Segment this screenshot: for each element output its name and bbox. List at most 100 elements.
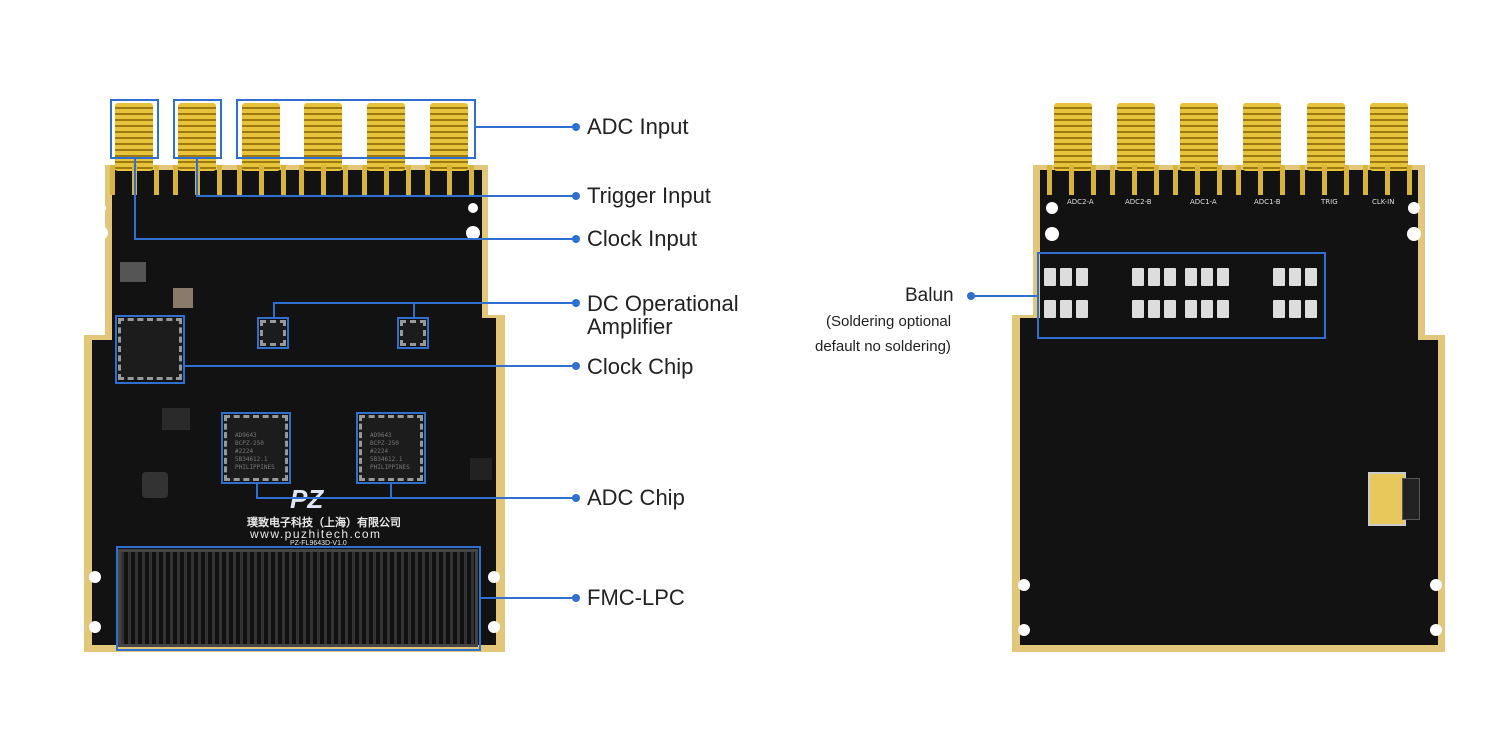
connector-pins bbox=[1047, 165, 1099, 195]
chip-marking: 5B34612.1 bbox=[370, 456, 403, 463]
connector-pins bbox=[110, 165, 162, 195]
front-board: AD9643 BCPZ-250 #2224 5B34612.1 PHILIPPI… bbox=[84, 99, 739, 652]
chip-marking: BCPZ-250 bbox=[370, 440, 399, 447]
leader-dot bbox=[572, 235, 580, 243]
highlight-trigger-input bbox=[173, 99, 222, 159]
leader-line bbox=[196, 159, 198, 196]
label-clock-input: Clock Input bbox=[587, 226, 698, 251]
balun-note-2: default no soldering) bbox=[815, 338, 951, 355]
highlight-balun bbox=[1037, 252, 1326, 339]
clock-chip bbox=[118, 318, 182, 380]
tantalum-capacitor bbox=[1368, 472, 1406, 526]
connector-pins bbox=[237, 165, 289, 195]
leader-line bbox=[196, 195, 576, 197]
connector-pins bbox=[1236, 165, 1288, 195]
highlight-adc-input bbox=[236, 99, 476, 159]
sma-connector-adc bbox=[304, 103, 342, 171]
leader-line bbox=[476, 126, 576, 128]
connector-pins bbox=[299, 165, 351, 195]
leader-line bbox=[185, 365, 576, 367]
highlight-op-amp bbox=[397, 317, 429, 349]
sma-connector bbox=[1117, 103, 1155, 171]
sma-connector bbox=[1054, 103, 1092, 171]
small-ic bbox=[470, 458, 492, 480]
fmc-lpc-connector bbox=[118, 549, 478, 647]
leader-line bbox=[971, 295, 1037, 297]
leader-line bbox=[390, 484, 392, 498]
chip-marking: PHILIPPINES bbox=[235, 464, 275, 471]
sma-connector bbox=[1370, 103, 1408, 171]
website: www.puzhitech.com bbox=[250, 527, 382, 541]
op-amp-chip bbox=[400, 320, 426, 346]
company-name: 璞致电子科技（上海）有限公司 bbox=[247, 517, 401, 529]
leader-dot bbox=[572, 192, 580, 200]
label-clock-chip: Clock Chip bbox=[587, 354, 694, 379]
model-number: PZ-FL9643D-V1.0 bbox=[290, 540, 347, 547]
chip-marking: #2224 bbox=[370, 448, 389, 455]
sma-connector bbox=[1243, 103, 1281, 171]
connector-label: ADC2-B bbox=[1125, 198, 1152, 206]
chip-marking: BCPZ-250 bbox=[235, 440, 264, 447]
leader-line bbox=[273, 302, 275, 317]
highlight-fmc-lpc bbox=[116, 546, 481, 651]
sma-connector-adc bbox=[242, 103, 280, 171]
leader-line bbox=[481, 597, 576, 599]
chip-marking: PHILIPPINES bbox=[370, 464, 410, 471]
leader-dot bbox=[572, 494, 580, 502]
chip-marking: AD9643 bbox=[370, 432, 392, 439]
connector-label: ADC1-A bbox=[1190, 198, 1217, 206]
highlight-clock-chip bbox=[115, 315, 185, 384]
leader-dot bbox=[572, 594, 580, 602]
highlight-adc-chip bbox=[356, 412, 426, 484]
leader-dot bbox=[572, 362, 580, 370]
chip-marking: #2224 bbox=[235, 448, 254, 455]
regulator bbox=[162, 408, 190, 430]
crystal-oscillator bbox=[173, 288, 193, 308]
leader-dot bbox=[572, 123, 580, 131]
leader-dot bbox=[967, 292, 975, 300]
inductor bbox=[120, 262, 146, 282]
op-amp-chip bbox=[260, 320, 286, 346]
leader-dot bbox=[572, 299, 580, 307]
logo: PZ bbox=[290, 484, 324, 514]
connector-label: CLK-IN bbox=[1372, 198, 1395, 206]
power-inductor bbox=[142, 472, 168, 498]
leader-line bbox=[413, 302, 415, 317]
label-fmc-lpc: FMC-LPC bbox=[587, 585, 685, 610]
adc-chip-u7: AD9643 BCPZ-250 #2224 5B34612.1 PHILIPPI… bbox=[359, 415, 423, 481]
sma-connector-adc bbox=[430, 103, 468, 171]
leader-line bbox=[273, 302, 576, 304]
highlight-op-amp bbox=[257, 317, 289, 349]
label-balun: Balun bbox=[905, 285, 954, 306]
label-adc-input: ADC Input bbox=[587, 114, 689, 139]
chip-marking: AD9643 bbox=[235, 432, 257, 439]
connector-pins bbox=[1363, 165, 1415, 195]
label-adc-chip: ADC Chip bbox=[587, 485, 685, 510]
connector-pins bbox=[1110, 165, 1162, 195]
balun-note-1: (Soldering optional bbox=[826, 313, 952, 330]
connector-pins bbox=[362, 165, 414, 195]
leader-line bbox=[134, 238, 576, 240]
label-dc-amp-2: Amplifier bbox=[587, 314, 673, 339]
label-dc-amp-1: DC Operational bbox=[587, 291, 739, 316]
connector-pins bbox=[173, 165, 225, 195]
diode bbox=[1402, 478, 1420, 520]
connector-label: ADC1-B bbox=[1254, 198, 1281, 206]
chip-marking: 5B34612.1 bbox=[235, 456, 268, 463]
adc-chip-u5: AD9643 BCPZ-250 #2224 5B34612.1 PHILIPPI… bbox=[224, 415, 288, 481]
connector-pins bbox=[1300, 165, 1352, 195]
sma-connector-adc bbox=[367, 103, 405, 171]
highlight-clock-input bbox=[110, 99, 159, 159]
connector-pins bbox=[425, 165, 477, 195]
leader-line bbox=[256, 484, 258, 498]
sma-connector bbox=[1180, 103, 1218, 171]
leader-line bbox=[256, 497, 576, 499]
connector-label: ADC2-A bbox=[1067, 198, 1094, 206]
sma-connector bbox=[1307, 103, 1345, 171]
label-trigger-input: Trigger Input bbox=[587, 183, 711, 208]
leader-line bbox=[134, 159, 136, 239]
highlight-adc-chip bbox=[221, 412, 291, 484]
connector-label: TRIG bbox=[1321, 198, 1338, 206]
